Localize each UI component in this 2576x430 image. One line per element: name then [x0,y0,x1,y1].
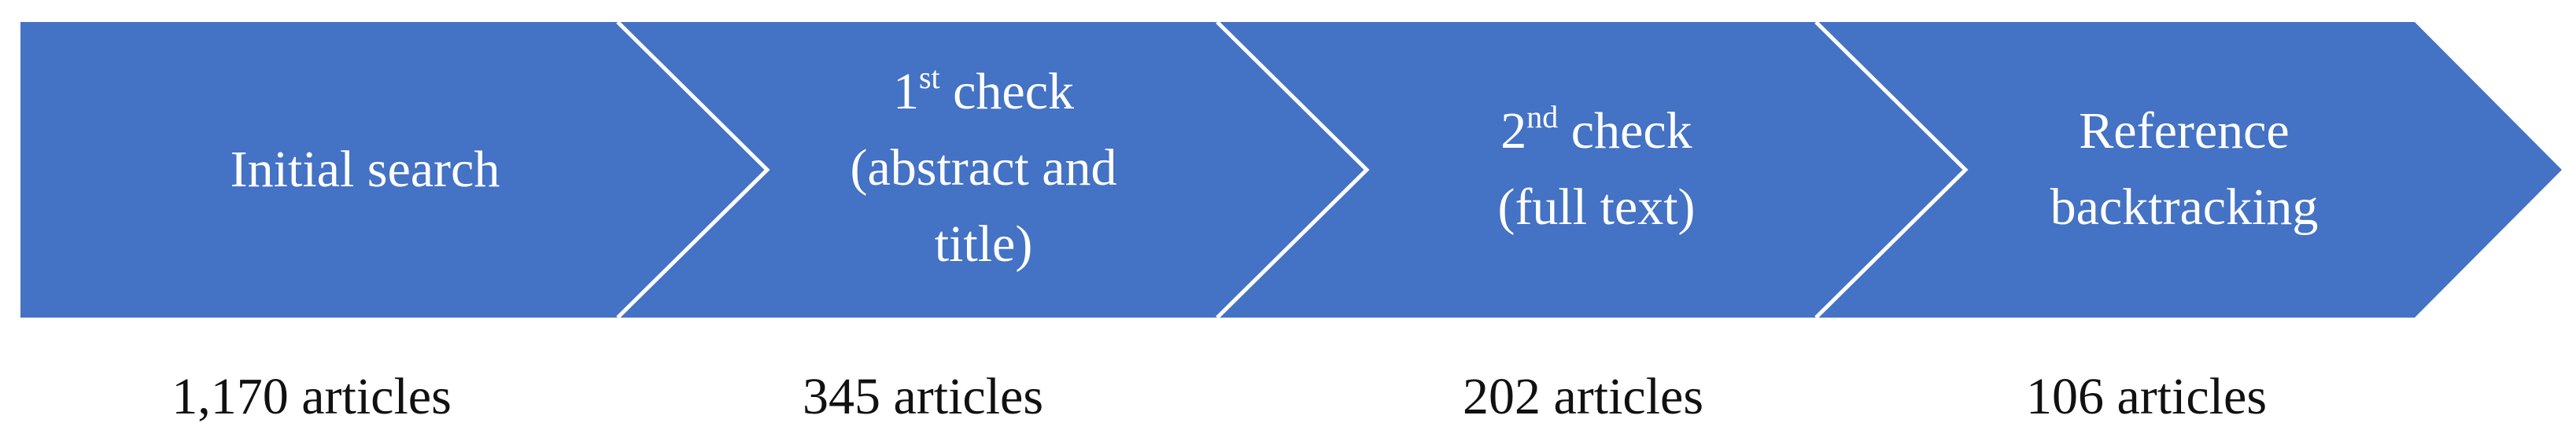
step-4-count: 106 articles [2025,368,2268,425]
step-4-subtitle: backtracking [2050,178,2319,236]
separator-2 [1216,20,1370,319]
step-2-title: 1st check [892,60,1075,121]
step-4-label: Reference backtracking [2050,93,2319,245]
chevron-step-4-arrow [1816,22,2562,318]
step-3-title: 2nd check [1500,99,1692,160]
separator-1 [616,20,770,319]
step-1-label: Initial search [231,131,500,208]
step-3-subtitle: (full text) [1497,178,1696,236]
step-2-label: 1st check (abstract and title) [851,53,1117,282]
step-2-subtitle-cont: title) [934,215,1033,273]
chevron-step-3 [1217,22,1965,318]
separator-3 [1814,20,1969,319]
chevron-step-1 [20,22,767,318]
step-4-title: Reference [2079,102,2290,160]
step-3-label: 2nd check (full text) [1497,93,1695,245]
step-3-count: 202 articles [1462,368,1704,425]
chevron-step-2 [618,22,1367,318]
step-2-subtitle: (abstract and [850,139,1117,197]
step-1-title: Initial search [230,141,500,198]
step-2-count: 345 articles [802,368,1044,425]
step-1-count: 1,170 articles [172,368,452,425]
